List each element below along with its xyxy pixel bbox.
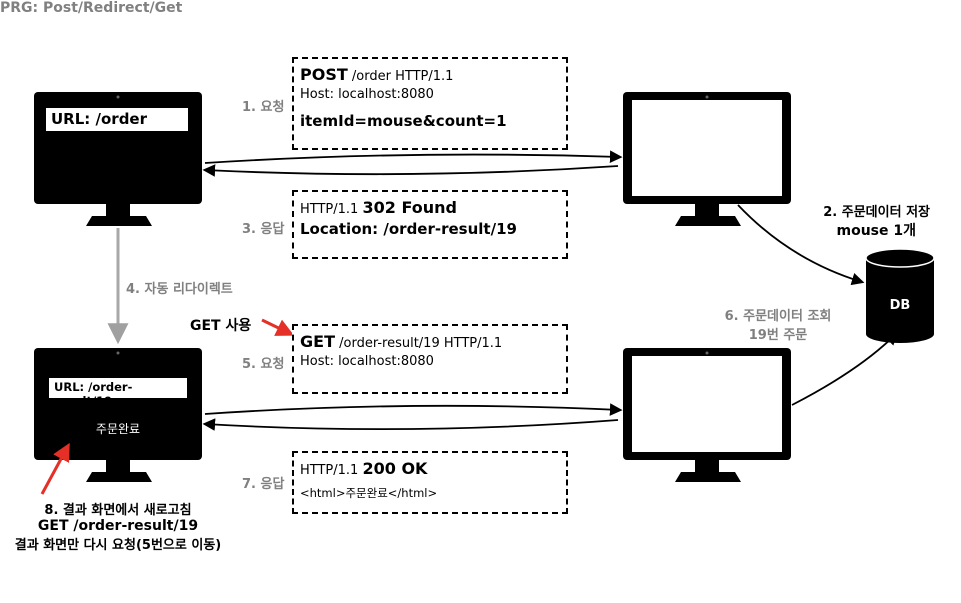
step-6-label: 6. 주문데이터 조회 19번 주문 xyxy=(708,305,848,343)
request-arrow-bottom xyxy=(204,403,623,416)
step-6-title: 6. 주문데이터 조회 xyxy=(724,309,832,324)
db-label: DB xyxy=(889,298,911,313)
request-box-5: GET /order-result/19 HTTP/1.1 Host: loca… xyxy=(292,324,568,394)
http-method: GET xyxy=(300,332,335,351)
step-8-label: 8. 결과 화면에서 새로고침 GET /order-result/19 결과 … xyxy=(0,499,236,553)
query-arrow xyxy=(791,332,898,406)
status-code: 200 OK xyxy=(362,459,428,478)
request-box-1: POST /order HTTP/1.1 Host: localhost:808… xyxy=(292,57,568,150)
url-bar-top: URL: /order xyxy=(45,107,189,132)
server-monitor-top xyxy=(623,92,791,226)
page-title: PRG: Post/Redirect/Get xyxy=(0,0,183,16)
host-header: Host: localhost:8080 xyxy=(300,86,434,102)
save-arrow xyxy=(737,204,865,286)
response-box-3: HTTP/1.1 302 Found Location: /order-resu… xyxy=(292,190,568,259)
response-arrow-top xyxy=(202,164,619,177)
step-7-label: 7. 응답 xyxy=(242,477,285,492)
response-box-7: HTTP/1.1 200 OK <html>주문완료</html> xyxy=(292,451,568,514)
url-text: URL: /order xyxy=(51,110,147,128)
client-monitor-bottom xyxy=(34,348,202,482)
step-3-label: 3. 응답 xyxy=(242,222,285,237)
status-prefix: HTTP/1.1 xyxy=(300,463,363,478)
url-bar-bottom: URL: /order-result/19 xyxy=(48,377,188,408)
get-use-arrow xyxy=(261,318,295,336)
request-body: itemId=mouse&count=1 xyxy=(300,112,507,131)
step-2-detail: mouse 1개 xyxy=(836,223,917,239)
request-arrow-top xyxy=(204,150,623,164)
database-icon xyxy=(865,248,935,343)
step-4-label: 4. 자동 리다이렉트 xyxy=(126,282,233,297)
get-use-label: GET 사용 xyxy=(190,318,252,334)
response-arrow-bottom xyxy=(202,418,619,431)
request-line: /order HTTP/1.1 xyxy=(347,69,454,84)
server-monitor-bottom xyxy=(623,348,791,482)
step-6-detail: 19번 주문 xyxy=(748,328,808,343)
response-body: <html>주문완료</html> xyxy=(300,485,438,500)
step-8-request: GET /order-result/19 xyxy=(37,518,199,534)
step-2-title: 2. 주문데이터 저장 xyxy=(823,205,930,220)
status-code: 302 Found xyxy=(362,198,457,217)
host-header: Host: localhost:8080 xyxy=(300,353,434,369)
http-method: POST xyxy=(300,65,348,84)
step-1-label: 1. 요청 xyxy=(242,100,285,115)
step-8-title: 8. 결과 화면에서 새로고침 xyxy=(44,503,192,518)
url-text: URL: /order-result/19 xyxy=(54,380,133,408)
location-header: Location: /order-result/19 xyxy=(300,219,517,238)
step-8-note: 결과 화면만 다시 요청(5번으로 이동) xyxy=(14,538,222,553)
request-line: /order-result/19 HTTP/1.1 xyxy=(334,336,503,351)
refresh-arrow xyxy=(40,442,70,495)
status-prefix: HTTP/1.1 xyxy=(300,202,363,217)
step-2-label: 2. 주문데이터 저장 mouse 1개 xyxy=(780,201,930,240)
step-5-label: 5. 요청 xyxy=(242,357,285,372)
order-complete-text: 주문완료 xyxy=(95,422,141,436)
